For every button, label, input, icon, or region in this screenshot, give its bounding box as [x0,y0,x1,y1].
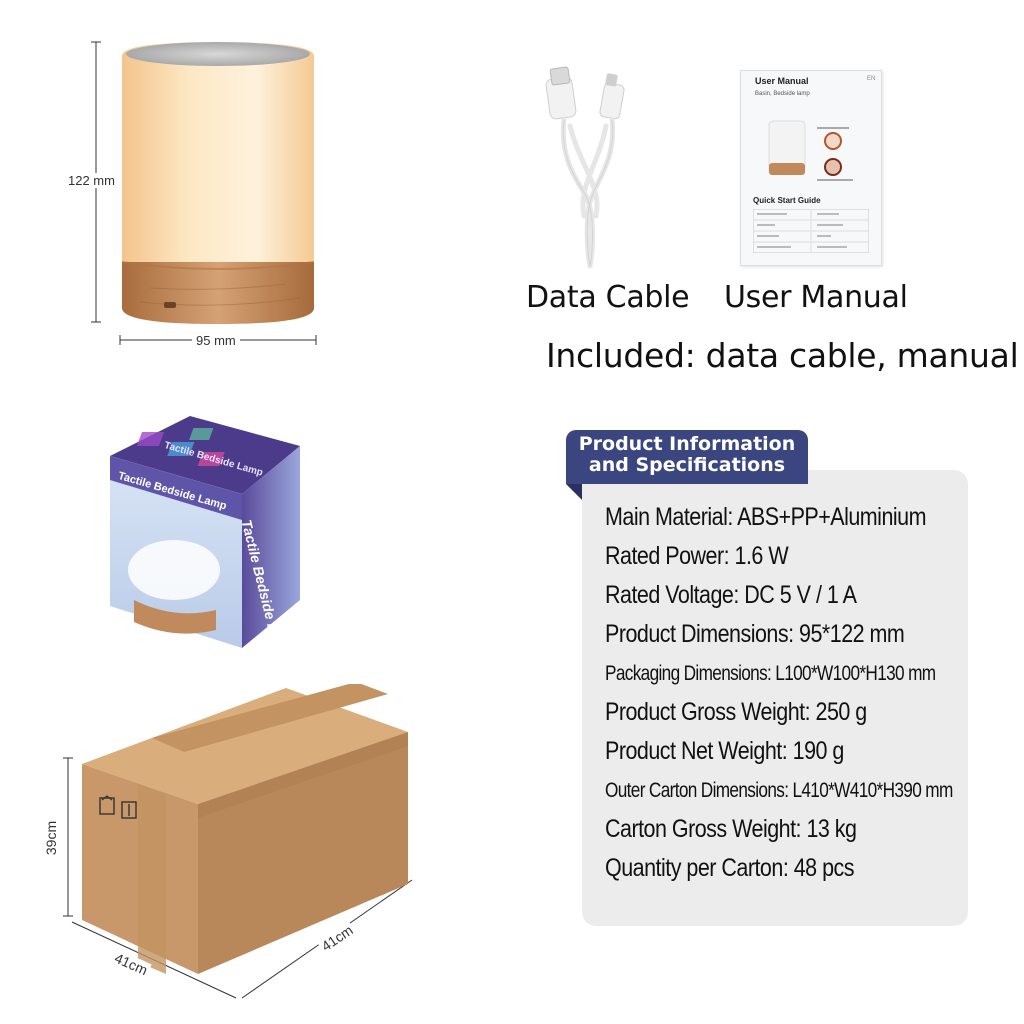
spec-item-product-dimensions: Product Dimensions: 95*122 mm [605,620,905,648]
data-cable-caption: Data Cable [526,280,690,315]
manual-page-no: EN [867,76,876,82]
shipping-carton: 39cm 41cm 41cm [43,682,426,1014]
lamp-illustration [91,41,317,345]
lamp-width-label: 95 mm [192,333,240,348]
spec-item-quantity-per-carton: Quantity per Carton: 48 pcs [605,854,854,882]
spec-item-net-weight: Product Net Weight: 190 g [605,737,844,765]
spec-item-packaging-dimensions: Packaging Dimensions: L100*W100*H130 mm [605,662,936,685]
spec-heading-line2: and Specifications [588,454,786,476]
usb-cable-icon [545,66,625,269]
spec-item-gross-weight: Product Gross Weight: 250 g [605,698,867,726]
spec-item-outer-carton-dimensions: Outer Carton Dimensions: L410*W410*H390 … [605,779,953,802]
manual-spec-table [753,209,869,253]
gift-box: Tactile Bedside Lamp Tactile Bedside Lam… [104,410,304,661]
spec-heading-line1: Product Information [578,433,796,455]
user-manual-caption: User Manual [724,280,908,315]
spec-item-main-material: Main Material: ABS+PP+Aluminium [605,503,926,531]
carton-height-label: 39cm [43,820,60,856]
manual-quick-start: Quick Start Guide [753,196,821,205]
spec-tab-fold [566,484,582,500]
spec-list: Main Material: ABS+PP+Aluminium Rated Po… [605,498,1024,888]
gift-box-illustration [110,416,300,648]
spec-heading-tab: Product Information and Specifications [566,430,808,484]
manual-lamp-figure [768,120,853,181]
user-manual-booklet: User Manual EN Basin, Bedside lamp Quick… [740,70,882,266]
included-items-text: Included: data cable, manual [546,336,1019,375]
manual-subtitle: Basin, Bedside lamp [755,91,810,97]
spec-item-rated-power: Rated Power: 1.6 W [605,542,789,570]
carton-illustration [63,682,413,999]
lamp-height-label: 122 mm [66,173,117,188]
spec-item-rated-voltage: Rated Voltage: DC 5 V / 1 A [605,581,857,609]
spec-item-carton-gross-weight: Carton Gross Weight: 13 kg [605,815,857,843]
lamp-product [60,30,340,350]
spec-panel [582,470,968,926]
data-cable [540,66,640,270]
manual-title: User Manual [755,76,809,86]
